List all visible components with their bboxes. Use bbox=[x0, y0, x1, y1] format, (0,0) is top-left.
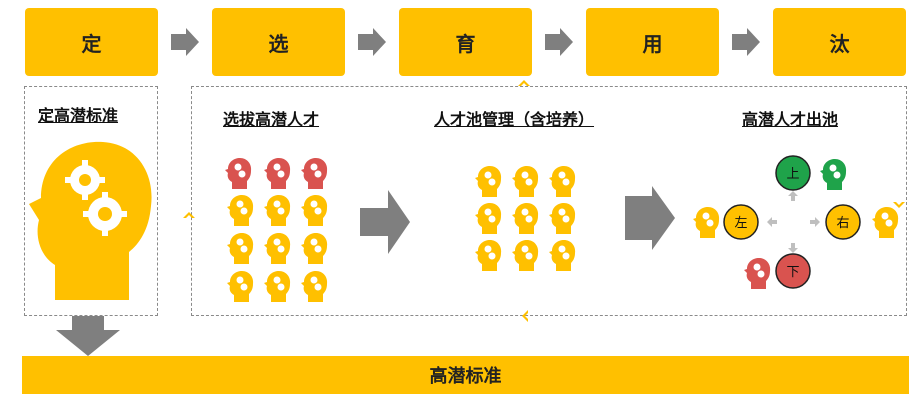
arrow-down-icon bbox=[788, 243, 798, 253]
arrow-right-icon bbox=[732, 28, 760, 56]
step-use: 用 bbox=[586, 8, 719, 76]
define-title: 定高潜标准 bbox=[38, 106, 119, 125]
chevron-up-icon bbox=[183, 212, 195, 218]
left-circle bbox=[723, 204, 759, 240]
up-circle bbox=[775, 155, 811, 191]
left-label: 左 bbox=[734, 216, 747, 231]
arrow-right-icon bbox=[625, 186, 675, 250]
step-exit: 汰 bbox=[773, 8, 906, 76]
chevron-down-icon bbox=[893, 202, 905, 208]
arrow-right-icon bbox=[545, 28, 573, 56]
arrow-right-icon bbox=[171, 28, 199, 56]
up-label: 上 bbox=[786, 167, 799, 182]
chevron-left-icon bbox=[522, 310, 528, 322]
step-select: 选 bbox=[212, 8, 345, 76]
arrow-right-icon bbox=[358, 28, 386, 56]
head-gears-icon bbox=[29, 141, 152, 300]
right-label: 右 bbox=[836, 216, 849, 231]
step-define: 定 bbox=[25, 8, 158, 76]
arrow-up-icon bbox=[788, 191, 798, 201]
define-panel bbox=[24, 86, 158, 316]
arrow-right-icon bbox=[810, 217, 820, 227]
arrow-left-icon bbox=[767, 217, 777, 227]
standard-bar: 高潜标准 bbox=[22, 356, 909, 394]
arrow-right-icon bbox=[360, 190, 410, 254]
process-panel bbox=[191, 86, 907, 316]
down-circle bbox=[775, 253, 811, 289]
chevron-up-icon bbox=[518, 80, 530, 86]
section-exit-title: 高潜人才出池 bbox=[742, 110, 839, 129]
section-develop-title: 人才池管理（含培养） bbox=[434, 110, 595, 129]
right-circle bbox=[825, 204, 861, 240]
arrow-down-icon bbox=[56, 316, 120, 356]
down-label: 下 bbox=[786, 265, 799, 280]
step-develop: 育 bbox=[399, 8, 532, 76]
standard-bar-label: 高潜标准 bbox=[429, 366, 502, 387]
section-select-title: 选拔高潜人才 bbox=[223, 110, 320, 129]
step-arrows bbox=[171, 28, 760, 86]
